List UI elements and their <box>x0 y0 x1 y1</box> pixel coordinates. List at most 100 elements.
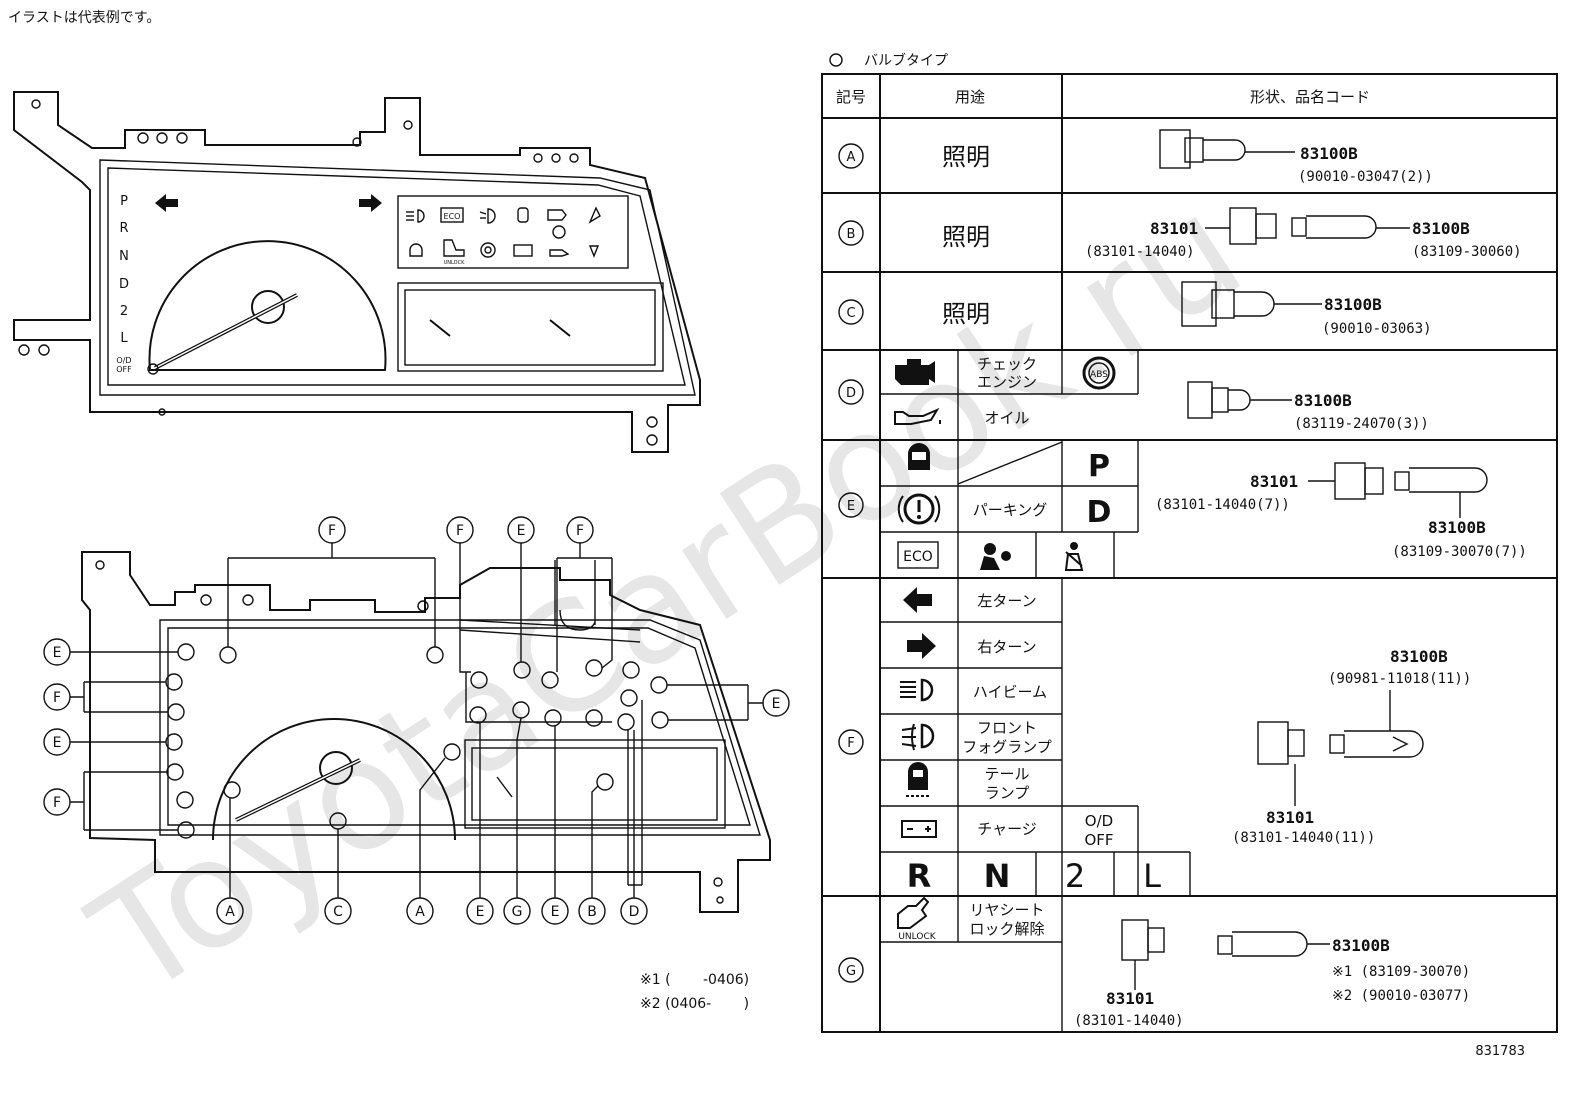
fog-lamp-icon <box>901 723 935 751</box>
part-code: ※1 (83109-30070) <box>1332 964 1470 980</box>
tail-lamp-icon <box>906 762 930 797</box>
usage-label: テール <box>984 765 1029 783</box>
part-code: (83109-30070(7)) <box>1392 544 1527 560</box>
bulb-socket-icon <box>1187 381 1292 419</box>
bulb-socket-icon <box>1121 919 1330 990</box>
unlock-indicator: UNLOCK <box>898 932 936 942</box>
callout-label: E <box>53 645 62 661</box>
warning-icons: ECO UNLOCK <box>406 206 601 266</box>
usage-label: エンジン <box>977 373 1037 391</box>
rear-seat-unlock-icon: UNLOCK <box>897 896 937 942</box>
shift-indicator: P <box>1088 449 1110 484</box>
usage-label: 照明 <box>942 300 990 328</box>
callout-label: E <box>551 904 560 920</box>
gear-letter: 2 <box>120 304 128 319</box>
usage-label: パーキング <box>973 501 1048 519</box>
row-symbol: F <box>847 736 854 751</box>
door-open-icon <box>908 443 930 470</box>
bulb-socket-icon <box>1257 690 1424 806</box>
callout-label: D <box>629 904 640 920</box>
socket-number: 83101 <box>1266 808 1314 827</box>
callout-label: E <box>53 735 62 751</box>
row-symbol: G <box>846 964 856 979</box>
usage-label: 照明 <box>942 223 990 251</box>
usage-label: 照明 <box>942 143 990 171</box>
airbag-icon <box>980 543 1011 570</box>
socket-code: (83101-14040) <box>1085 244 1195 260</box>
usage-label: フロント <box>977 719 1037 737</box>
part-code: ※2 (90010-03077) <box>1332 988 1470 1004</box>
oil-pressure-icon <box>894 407 941 425</box>
callout-label: F <box>456 523 464 539</box>
od-indicator: O/D <box>1085 812 1113 830</box>
shift-indicator: L <box>1143 857 1161 895</box>
part-code: (90010-03063) <box>1322 321 1432 337</box>
part-number: 83100B <box>1324 295 1382 314</box>
socket-number: 83101 <box>1106 989 1154 1008</box>
callout-label: F <box>53 690 61 706</box>
usage-label: ハイビーム <box>973 683 1047 701</box>
gear-letter: P <box>120 194 128 209</box>
off-label: OFF <box>116 365 132 374</box>
od-label: O/D <box>116 356 131 365</box>
header-symbol: 記号 <box>836 88 866 106</box>
callout-label: F <box>328 523 336 539</box>
row-symbol: A <box>847 150 856 165</box>
usage-label: リヤシート <box>969 901 1044 919</box>
part-code: (83109-30060) <box>1412 244 1522 260</box>
part-code: (90981-11018(11)) <box>1328 671 1471 687</box>
gear-letter: L <box>120 331 128 346</box>
table-title: バルブタイプ <box>864 52 948 69</box>
callout-label: E <box>772 696 781 712</box>
bulb-socket-icon <box>1159 129 1295 169</box>
gear-letter: N <box>119 249 129 264</box>
turn-right-icon <box>907 633 936 659</box>
off-indicator: OFF <box>1084 831 1113 849</box>
usage-label: オイル <box>984 409 1029 427</box>
shift-indicator: N <box>984 857 1011 895</box>
document-code: 831783 <box>1475 1044 1525 1059</box>
shift-indicator: D <box>1087 495 1112 530</box>
abs-label: ABS <box>1090 370 1108 380</box>
part-code: (90010-03047(2)) <box>1298 169 1433 185</box>
callout-label: C <box>333 904 343 920</box>
brake-warning-icon <box>897 493 941 525</box>
cluster-rear-view: F F E F E F E F E A C A E G E B D <box>43 516 790 925</box>
callout-label: G <box>512 904 523 920</box>
usage-label: チャージ <box>977 820 1037 838</box>
row-symbol: D <box>846 386 856 401</box>
socket-number: 83101 <box>1150 219 1198 238</box>
part-number: 83100B <box>1390 647 1448 666</box>
part-number: 83100B <box>1294 391 1352 410</box>
part-number: 83100B <box>1332 936 1390 955</box>
cluster-top-view: P R N D 2 L O/D OFF ECO UNLOCK <box>13 91 701 453</box>
usage-label: 左ターン <box>977 592 1036 610</box>
seatbelt-icon <box>1064 542 1084 571</box>
header-shape-code: 形状、品名コード <box>1250 88 1370 106</box>
socket-code: (83101-14040(11)) <box>1232 830 1375 846</box>
bulb-socket-icon <box>1334 462 1488 518</box>
footnote: ※2 (0406- ) <box>640 996 749 1012</box>
leader-lines <box>70 543 763 898</box>
unlock-label: UNLOCK <box>444 260 465 266</box>
callout-label: A <box>415 904 425 920</box>
gear-letter: D <box>119 277 129 292</box>
row-symbol: B <box>847 227 856 242</box>
part-code: (83119-24070(3)) <box>1294 416 1429 432</box>
gear-letter: R <box>119 221 128 236</box>
turn-left-icon <box>903 587 932 613</box>
battery-charge-icon <box>901 820 937 838</box>
socket-code: (83101-14040) <box>1074 1013 1184 1029</box>
callout-label: F <box>576 523 584 539</box>
abs-icon: ABS <box>1082 356 1116 390</box>
high-beam-icon <box>900 678 934 702</box>
callout-label: E <box>517 523 526 539</box>
bulb-socket-icon <box>1229 207 1410 245</box>
header-usage: 用途 <box>955 88 985 106</box>
usage-label: ロック解除 <box>969 920 1044 938</box>
row-symbol: C <box>846 306 855 321</box>
footnote: ※1 ( -0406) <box>640 972 749 988</box>
part-number: 83100B <box>1412 219 1470 238</box>
check-engine-icon <box>895 359 935 385</box>
